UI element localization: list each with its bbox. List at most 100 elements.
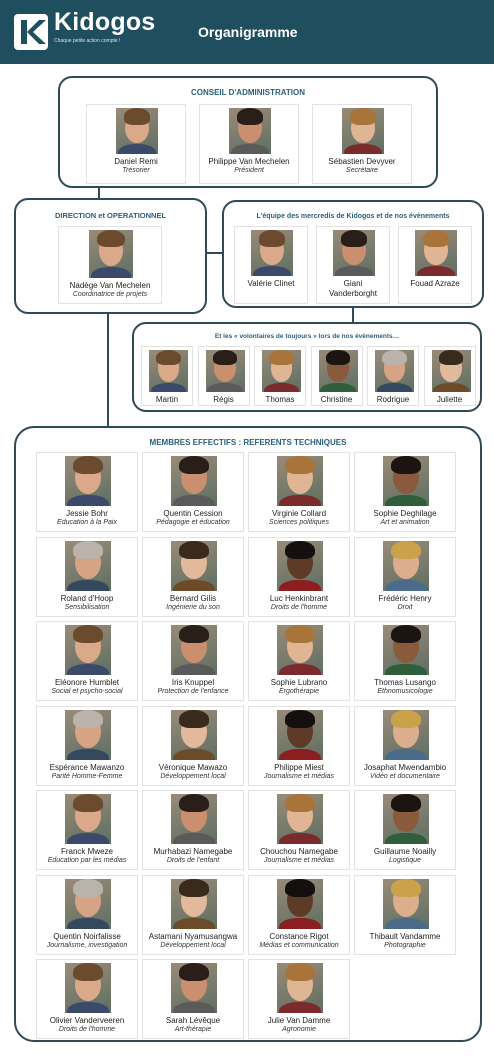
person-photo: [65, 963, 111, 1013]
person-role: Journalisme et médias: [263, 772, 335, 780]
person-photo: [171, 963, 217, 1013]
person-role: Agronomie: [282, 1026, 316, 1033]
person-name: Bernard Gilis: [169, 593, 217, 603]
person-photo: [375, 350, 414, 392]
person-photo: [277, 878, 323, 929]
person-photo: [171, 625, 217, 675]
connector-mercredis-volontaires: [352, 306, 354, 324]
person-photo: [171, 456, 217, 506]
direction-box: DIRECTION et OPERATIONNEL Nadège Van Mec…: [14, 198, 207, 314]
person-name: Eléonore Humblet: [54, 678, 120, 687]
person-name: Daniel Remi: [114, 157, 158, 166]
person-name: Guillaume Noailly: [373, 847, 437, 856]
person-photo: [383, 878, 429, 929]
person-card: Juliette: [423, 346, 476, 406]
person-role: Journalisme et médias: [263, 857, 335, 864]
person-photo: [277, 709, 323, 760]
person-name: Quentin Noirfalisse: [53, 931, 121, 941]
conseil-title: CONSEIL D'ADMINISTRATION: [190, 88, 306, 97]
person-role: Art-thérapie: [174, 1026, 212, 1033]
person-role: Droits de l'homme: [270, 603, 328, 611]
person-role: Trésorier: [122, 167, 150, 174]
person-name: Fouad Azraze: [410, 279, 460, 288]
page-title: Organigramme: [198, 24, 298, 40]
person-name: Virginie Collard: [271, 509, 327, 518]
person-name: Sarah Lévêque: [165, 1016, 221, 1025]
person-name: Rodrigue: [376, 395, 410, 404]
person-name: Véronique Mawazo: [158, 762, 228, 772]
kidogos-logo-icon: [14, 14, 48, 50]
person-role: Education par les médias: [47, 857, 127, 864]
person-name: Chouchou Namegabe: [260, 847, 338, 856]
person-name: Juliette: [436, 395, 463, 404]
person-role: Président: [234, 167, 264, 174]
person-name: Roland d'Hoop: [60, 593, 114, 603]
person-photo: [65, 878, 111, 929]
person-role: Journalisme, investigation: [46, 941, 128, 949]
mercredis-box: L'équipe des mercredis de Kidogos et de …: [222, 200, 484, 308]
person-name: Iris Knuppel: [171, 678, 215, 687]
person-name: Espérance Mawanzo: [49, 762, 125, 772]
person-name: Frédéric Henry: [378, 593, 432, 603]
person-name: Josaphat Mwendambio: [363, 762, 447, 772]
person-photo: [205, 350, 245, 392]
person-role: Sciences politiques: [269, 519, 329, 526]
direction-title: DIRECTION et OPERATIONNEL: [54, 211, 167, 220]
person-name: Philippe Van Mechelen: [208, 157, 290, 166]
person-photo: [171, 794, 217, 844]
person-role: Social et psycho-social: [51, 688, 123, 695]
person-card: Martin: [141, 346, 193, 406]
person-photo: [383, 540, 429, 591]
person-photo: [65, 540, 111, 591]
person-role: Droits de l'enfant: [166, 857, 220, 864]
person-name: Constance Rigot: [269, 931, 329, 941]
person-name: Julie Van Damme: [267, 1016, 331, 1025]
person-role: Logistique: [389, 857, 421, 864]
person-name: Nadège Van Mechelen: [69, 281, 151, 290]
person-name: Thibault Vandamme: [369, 931, 441, 941]
person-card: Fouad Azraze: [398, 226, 472, 304]
person-name: Franck Mweze: [60, 847, 113, 856]
person-role: Photographie: [384, 941, 426, 949]
person-role: Parité Homme-Femme: [51, 772, 123, 780]
person-name: Luc Henkinbrant: [269, 593, 329, 603]
person-photo: [116, 108, 158, 154]
person-role: Vidéo et documentaire: [370, 772, 440, 780]
person-card: Régis: [197, 346, 250, 406]
person-photo: [251, 230, 293, 276]
person-role: Droits de l'homme: [58, 1026, 116, 1033]
person-photo: [277, 456, 323, 506]
brand-name: Kidogos: [54, 8, 156, 36]
connector-direction-membres: [107, 314, 109, 428]
person-name: Astamani Nyamusangwa: [148, 931, 238, 941]
connector-direction-mercredis: [197, 252, 225, 254]
brand-tagline: Chaque petite action compte !: [54, 38, 121, 44]
person-photo: [65, 625, 111, 675]
person-role: Education à la Paix: [57, 519, 117, 526]
person-photo: [262, 350, 301, 392]
membres-box: MEMBRES EFFECTIFS : REFERENTS TECHNIQUES…: [14, 426, 482, 1042]
person-name: Sophie Lubrano: [270, 678, 328, 687]
person-photo: [415, 230, 457, 276]
person-name: Murhabazi Namegabe: [153, 847, 233, 856]
person-role: Pédagogie et éducation: [156, 519, 230, 526]
person-role: Secrétaire: [346, 167, 378, 174]
person-card: Valérie Clinet: [234, 226, 308, 304]
person-role: Ergothérapie: [278, 688, 320, 695]
volontaires-title: Et les « volontaires de toujours » lors …: [214, 333, 400, 340]
connector-conseil-direction: [98, 186, 100, 200]
